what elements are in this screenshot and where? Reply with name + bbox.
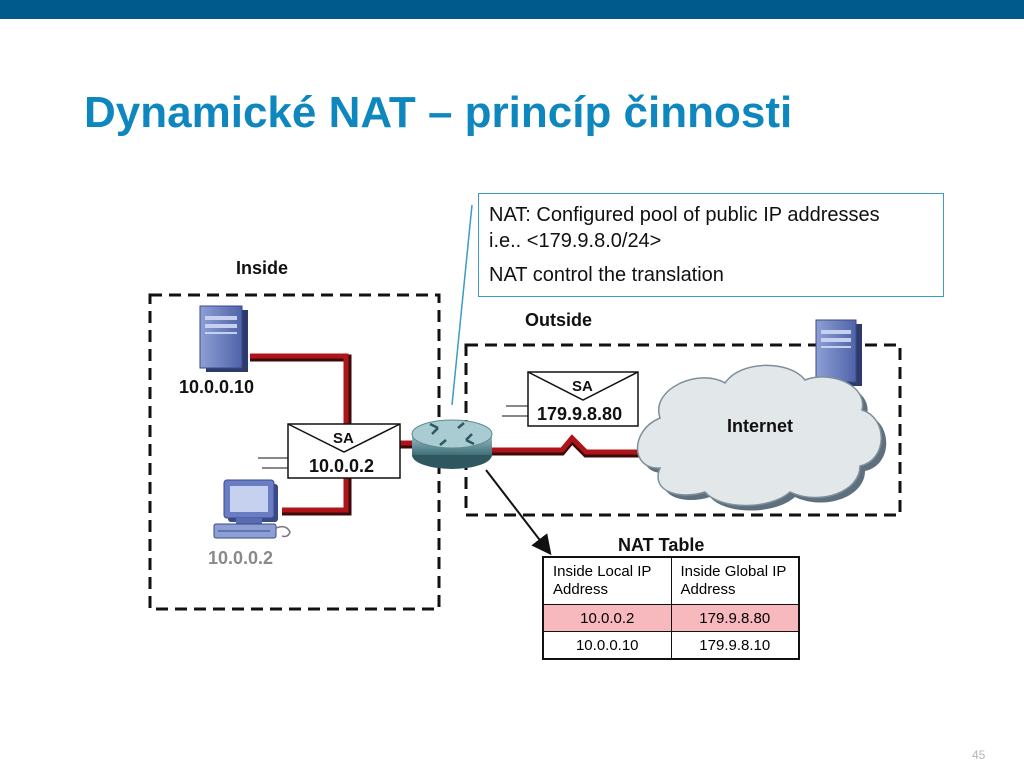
slide-number: 45 — [972, 748, 986, 762]
pc-icon — [213, 479, 291, 539]
nat-lookup-arrow — [485, 469, 552, 556]
top-bar — [0, 0, 1024, 19]
inside-global-cell: 179.9.8.80 — [670, 604, 800, 632]
cloud-icon — [636, 364, 887, 511]
inside-local-cell: 10.0.0.10 — [542, 631, 672, 660]
server-icon — [815, 319, 862, 386]
column-header: Inside Global IP Address — [670, 556, 800, 605]
callout-pointer — [451, 204, 473, 406]
nat-callout: NAT: Configured pool of public IP addres… — [478, 193, 944, 297]
slide-title: Dynamické NAT – princíp činnosti — [84, 88, 793, 137]
column-header: Inside Local IP Address — [542, 556, 672, 605]
callout-line-3: NAT control the translation — [489, 264, 724, 286]
inside-local-cell: 10.0.0.2 — [542, 604, 672, 632]
table-row: 10.0.0.10 179.9.8.10 — [542, 631, 800, 660]
callout-line-2: i.e.. <179.9.8.0/24> — [489, 230, 662, 252]
table-row: 10.0.0.2 179.9.8.80 — [542, 604, 800, 632]
packet-icon — [258, 423, 401, 479]
inside-packet-address: 10.0.0.2 — [309, 456, 375, 476]
nat-table-header-row: Inside Local IP Address Inside Global IP… — [542, 556, 800, 605]
pc-ip-label: 10.0.0.2 — [208, 548, 274, 568]
inside-packet-header: SA — [333, 430, 354, 447]
router-icon — [411, 419, 493, 469]
outside-packet-address: 179.9.8.80 — [537, 404, 623, 424]
nat-table-title: NAT Table — [618, 535, 705, 555]
internet-label: Internet — [727, 416, 794, 436]
inside-global-cell: 179.9.8.10 — [670, 631, 800, 660]
server-icon — [199, 305, 248, 372]
outside-label: Outside — [525, 310, 593, 330]
nat-table: Inside Local IP Address Inside Global IP… — [542, 556, 800, 660]
server-ip-label: 10.0.0.10 — [179, 377, 255, 397]
outside-packet-header: SA — [572, 378, 593, 395]
packet-icon — [502, 371, 639, 427]
inside-label: Inside — [236, 258, 289, 278]
callout-line-1: NAT: Configured pool of public IP addres… — [489, 204, 880, 226]
